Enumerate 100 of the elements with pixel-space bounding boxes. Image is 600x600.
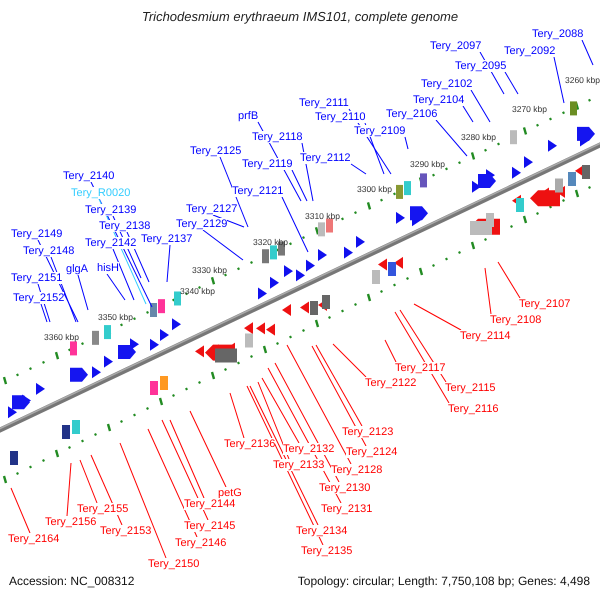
gene-label: Tery_2123 <box>342 426 394 438</box>
gene-label: Tery_2144 <box>184 498 236 510</box>
gene-label: Tery_2138 <box>99 220 150 232</box>
gene-label: Tery_2097 <box>430 40 482 52</box>
gene-label: Tery_2095 <box>455 60 506 72</box>
leader-line <box>112 248 134 300</box>
position-label: 3330 kbp <box>192 265 227 275</box>
leader-line <box>258 382 290 460</box>
gene-label: Tery_2088 <box>532 28 584 40</box>
gene-label: Tery_2150 <box>148 558 200 570</box>
gene-label: Tery_2127 <box>186 203 238 215</box>
leader-line <box>66 462 72 516</box>
gene-label: Tery_2135 <box>301 545 352 557</box>
leader-line <box>166 244 170 282</box>
gene-label: Tery_2155 <box>77 503 128 515</box>
leader-line <box>120 442 166 558</box>
gene-label: Tery_2132 <box>283 443 334 455</box>
leader-line <box>470 90 490 122</box>
leader-line <box>384 340 396 362</box>
gene-label: petG <box>218 487 242 499</box>
gene-label: Tery_2156 <box>45 516 96 528</box>
gene-label: Tery_2129 <box>176 218 228 230</box>
position-label: 3290 kbp <box>410 159 445 169</box>
leader-line <box>554 56 564 104</box>
gene-label: Tery_2136 <box>224 438 276 450</box>
position-label: 3300 kbp <box>357 184 392 194</box>
position-label: 3260 kbp <box>565 75 600 85</box>
gene-label: Tery_2119 <box>242 158 293 170</box>
leader-line <box>582 40 594 66</box>
gene-label: hisH <box>97 262 120 274</box>
gene-label: Tery_2153 <box>100 525 152 537</box>
leader-line <box>414 304 462 330</box>
position-label: 3310 kbp <box>305 211 340 221</box>
gene-label: Tery_2125 <box>190 145 242 157</box>
gene-label: glgA <box>66 263 88 275</box>
leader-line <box>282 196 308 252</box>
gene-label: Tery_2152 <box>13 292 64 304</box>
leader-line <box>292 170 308 202</box>
leader-line <box>250 386 318 526</box>
leader-line <box>220 156 248 228</box>
gene-label: Tery_2145 <box>184 520 236 532</box>
leader-line <box>332 344 366 378</box>
position-label: 3360 kbp <box>44 332 79 342</box>
position-label: 3340 kbp <box>180 286 215 296</box>
leader-line <box>148 428 198 538</box>
gene-label: Tery_2106 <box>386 108 438 120</box>
gene-label: Tery_2122 <box>365 377 416 389</box>
gene-label: Tery_2104 <box>413 94 464 106</box>
leader-line <box>170 420 204 498</box>
gene-label: Tery_2133 <box>273 459 324 471</box>
gene-label: Tery_2115 <box>445 382 496 394</box>
gene-label: Tery_2149 <box>11 228 62 240</box>
gene-label: Tery_2148 <box>23 245 74 257</box>
gene-label: Tery_2128 <box>331 464 382 476</box>
gene-label: Tery_2151 <box>11 272 62 284</box>
position-label: 3320 kbp <box>253 237 288 247</box>
leader-line <box>286 344 352 464</box>
gene-label: Tery_2114 <box>460 330 511 342</box>
leader-line <box>484 268 492 314</box>
gene-label: Tery_2131 <box>321 503 372 515</box>
gene-label: Tery_2118 <box>252 131 303 143</box>
accession-text: Accession: NC_008312 <box>9 574 134 588</box>
diagram-title: Trichodesmium erythraeum IMS101, complete genome <box>140 9 460 24</box>
leader-line <box>404 136 408 150</box>
gene-label: Tery_2124 <box>346 446 398 458</box>
leader-line <box>462 106 474 122</box>
leader-line <box>212 214 244 228</box>
gene-label: Tery_2111 <box>299 97 349 109</box>
gene-label: Tery_2112 <box>300 152 351 164</box>
gene-label: Tery_2117 <box>395 362 446 374</box>
genome-stats-text: Topology: circular; Length: 7,750,108 bp; Genes: 4,498 <box>298 574 590 588</box>
leader-line <box>436 120 468 156</box>
leader-line <box>230 392 244 438</box>
gene-label: Tery_R0020 <box>71 187 130 199</box>
gene-label: Tery_2121 <box>232 185 284 197</box>
gene-label: Tery_2110 <box>315 111 366 123</box>
gene-label: Tery_2137 <box>141 233 192 245</box>
gene-label: Tery_2102 <box>421 78 472 90</box>
gene-label: Tery_2140 <box>63 170 114 182</box>
leader-line <box>78 274 88 310</box>
position-label: 3270 kbp <box>512 104 547 114</box>
leader-line <box>10 488 30 534</box>
leader-line <box>190 410 226 488</box>
leader-line <box>80 460 98 504</box>
gene-label: Tery_2139 <box>85 204 136 216</box>
gene-label: Tery_2108 <box>490 314 542 326</box>
gene-label: Tery_2142 <box>85 237 136 249</box>
gene-label: Tery_2109 <box>354 125 406 137</box>
gene-label: prfB <box>238 110 258 122</box>
gene-label: Tery_2164 <box>8 533 60 545</box>
leader-line <box>316 344 362 426</box>
leader-line <box>202 230 244 260</box>
leader-line <box>350 164 366 174</box>
leader-line <box>262 378 300 444</box>
leader-line <box>498 262 520 298</box>
gene-label: Tery_2116 <box>448 403 499 415</box>
position-label: 3280 kbp <box>461 132 496 142</box>
leader-line <box>106 274 126 300</box>
leader-line <box>312 346 366 446</box>
gene-label: Tery_2146 <box>175 537 226 549</box>
